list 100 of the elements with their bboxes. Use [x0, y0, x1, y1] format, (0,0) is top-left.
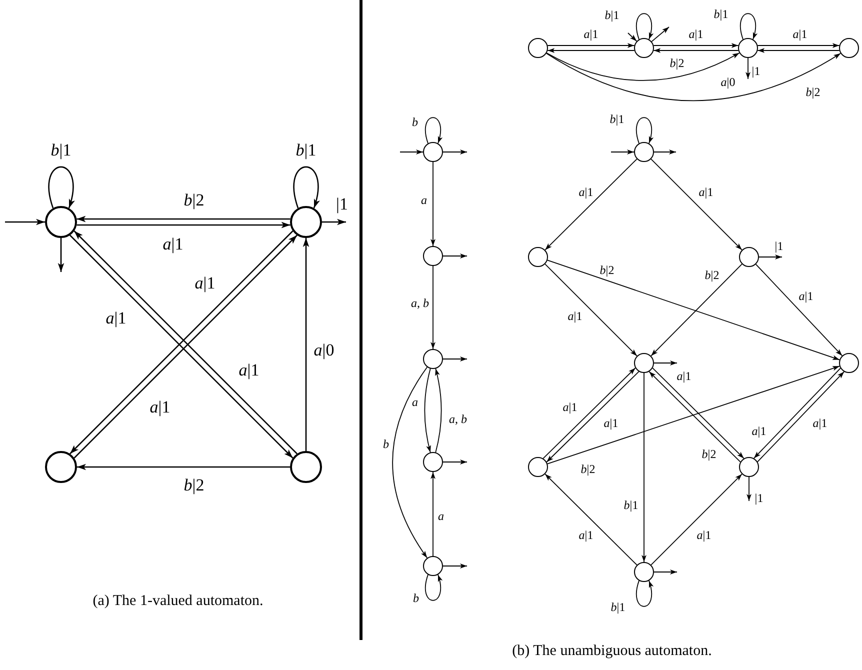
edge-label: a|1 [688, 28, 704, 40]
transition-arrow [544, 474, 638, 566]
edge-label: b|2 [806, 86, 820, 98]
transition-arrow [544, 158, 638, 250]
transition-arrow [442, 356, 468, 362]
transition-arrow [653, 48, 739, 53]
edge-label: a|1 [106, 310, 126, 326]
edge-label: b|2 [670, 57, 684, 69]
figure-caption: (a) The 1-valued automaton. [92, 594, 264, 609]
edge-label: a|1 [162, 236, 184, 252]
transition-arrow [642, 372, 646, 562]
loop-arrow [636, 117, 654, 144]
transition-arrow [547, 43, 635, 48]
edge-label: a|1 [676, 370, 692, 382]
transition-arrow [442, 460, 468, 464]
transition-arrow [546, 52, 740, 81]
transition-arrow [58, 238, 64, 272]
transition-arrow [5, 218, 45, 226]
edge-label: b|1 [604, 9, 620, 21]
transition-arrow [430, 162, 436, 246]
transition-arrow [547, 48, 635, 53]
edge-label: a|1 [578, 186, 594, 198]
loop-arrow [636, 580, 654, 607]
edge-label: b|2 [580, 463, 596, 475]
edge-label: b|1 [714, 8, 728, 20]
edge-label: a|1 [812, 417, 828, 429]
edge-label: |1 [774, 240, 784, 252]
edge-label: |1 [754, 492, 764, 504]
transition-arrow [650, 264, 742, 356]
edge-label: a|1 [238, 362, 260, 378]
edge-label: a [421, 194, 427, 206]
edge-label: a|1 [604, 417, 618, 429]
transition-arrow [746, 58, 750, 80]
loop-arrow [424, 117, 442, 144]
edge-label: b|1 [50, 142, 72, 158]
edge-label: a|1 [584, 28, 598, 40]
edge-label: a|0 [720, 76, 736, 88]
transition-arrow [442, 254, 468, 258]
figure-caption: (b) The unambiguous automaton. [512, 644, 712, 659]
transition-arrow [546, 52, 842, 102]
transition-arrow [654, 570, 678, 574]
transition-arrow [322, 218, 346, 226]
edge-label: a|0 [314, 342, 334, 358]
transition-arrow [430, 266, 436, 350]
transition-arrow [76, 222, 290, 228]
transition-arrow [76, 216, 290, 222]
transition-arrow [654, 150, 676, 154]
transition-arrow [653, 43, 739, 48]
edge-label: b|2 [702, 448, 716, 460]
edge-label: a|1 [194, 274, 216, 292]
edge-label: b|2 [184, 476, 204, 494]
edge-label: b|1 [610, 601, 626, 613]
loop-arrow [48, 166, 74, 208]
edge-label: b|2 [184, 192, 204, 208]
transition-arrow [77, 464, 290, 470]
transition-arrow [442, 150, 468, 154]
transition-arrow [757, 43, 840, 48]
edge-label: b [412, 116, 418, 128]
transition-arrow [442, 564, 468, 568]
transition-arrow [400, 150, 424, 154]
edge-label: b|1 [610, 113, 624, 125]
transition-arrow [757, 48, 840, 53]
edge-label: b|1 [296, 142, 316, 158]
edge-label: a|1 [798, 290, 814, 302]
edge-label: a|1 [696, 529, 712, 541]
loop-arrow [636, 13, 654, 40]
transition-arrow [392, 366, 428, 558]
edge-label: b|2 [704, 269, 720, 281]
edge-label: b [413, 592, 419, 604]
transition-arrow [434, 368, 442, 453]
transition-arrow [547, 366, 840, 464]
transition-arrow [650, 158, 742, 250]
transition-arrow [746, 476, 752, 502]
transition-arrow [424, 368, 432, 453]
transition-arrow [758, 254, 782, 260]
transition-arrow [544, 264, 638, 356]
edge-label: |1 [336, 196, 348, 212]
edge-label: |1 [752, 65, 760, 77]
edge-label: b|2 [600, 264, 614, 276]
edge-label: b [383, 438, 389, 450]
transition-arrow [628, 32, 638, 42]
transition-arrow [651, 26, 670, 42]
edge-label: a [412, 396, 418, 408]
edge-label: a|1 [698, 186, 714, 198]
edge-label: a|1 [562, 401, 578, 413]
transition-arrow [650, 474, 742, 566]
transition-arrow [610, 150, 634, 154]
edge-label: a|1 [578, 529, 594, 541]
edge-label: a, b [449, 413, 467, 425]
loop-arrow [740, 13, 758, 40]
edge-label: a [438, 510, 444, 522]
loop-arrow [293, 166, 320, 208]
edge-label: a|1 [150, 398, 170, 416]
transition-arrow [654, 360, 678, 366]
transition-arrow [547, 260, 840, 360]
edge-label: a|1 [792, 28, 808, 40]
edge-label: a|1 [568, 310, 582, 322]
transition-arrow [302, 238, 310, 451]
transition-arrow [430, 472, 436, 556]
edge-label: b|1 [624, 499, 638, 511]
